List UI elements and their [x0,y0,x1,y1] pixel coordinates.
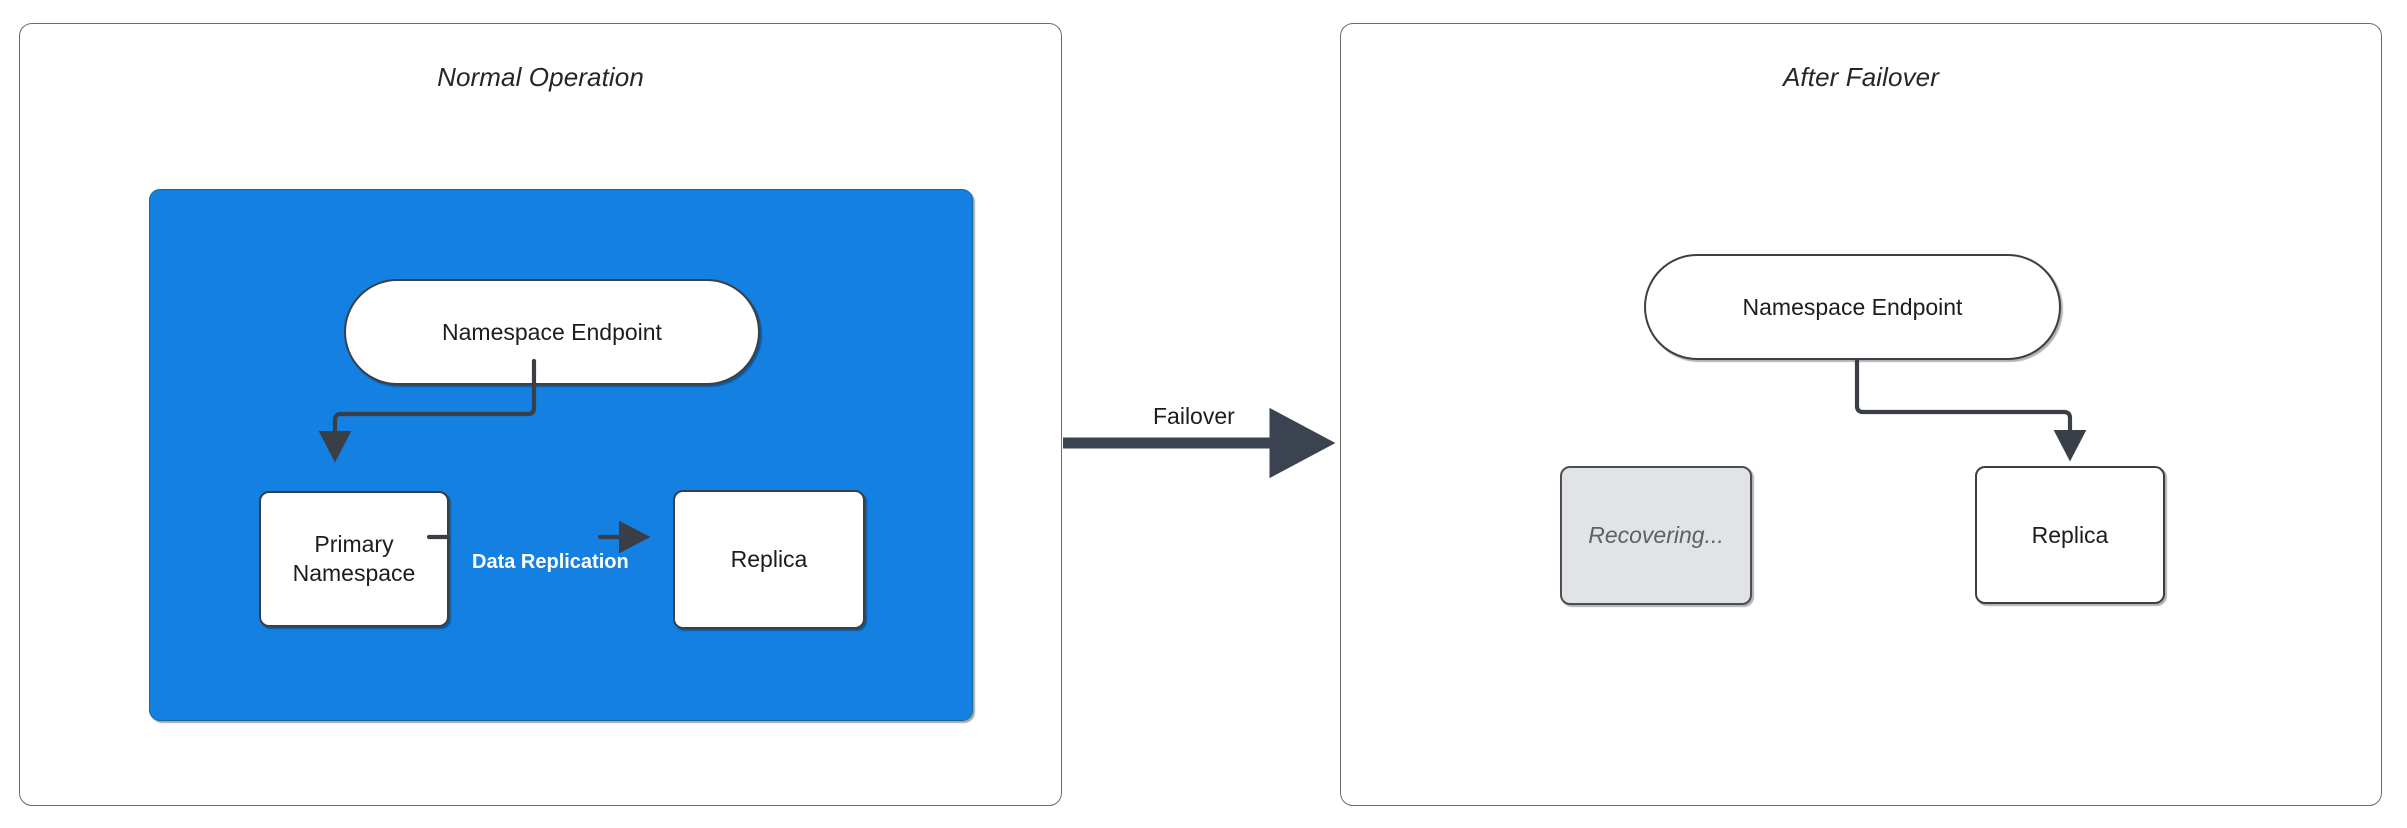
transition-label-failover: Failover [1153,403,1235,429]
blue-container-normal-operation [149,189,973,721]
node-namespace-endpoint-left[interactable]: Namespace Endpoint [344,279,760,385]
node-primary-namespace[interactable]: Primary Namespace [259,491,449,627]
panel-title-normal-operation: Normal Operation [437,62,644,92]
panel-normal-operation: Normal Operation Namespace Endpoint Prim… [19,23,1062,806]
node-primary-namespace-line2: Namespace [292,560,416,586]
node-replica-left[interactable]: Replica [673,490,865,629]
edge-label-data-replication: Data Replication [472,551,629,573]
node-primary-namespace-line1: Primary [314,531,394,558]
panel-title-after-failover: After Failover [1782,62,1939,92]
panel-after-failover: After Failover [1340,23,2382,806]
node-replica-right[interactable]: Replica [1975,466,2165,604]
node-namespace-endpoint-right[interactable]: Namespace Endpoint [1644,254,2061,360]
node-recovering[interactable]: Recovering... [1560,466,1752,605]
